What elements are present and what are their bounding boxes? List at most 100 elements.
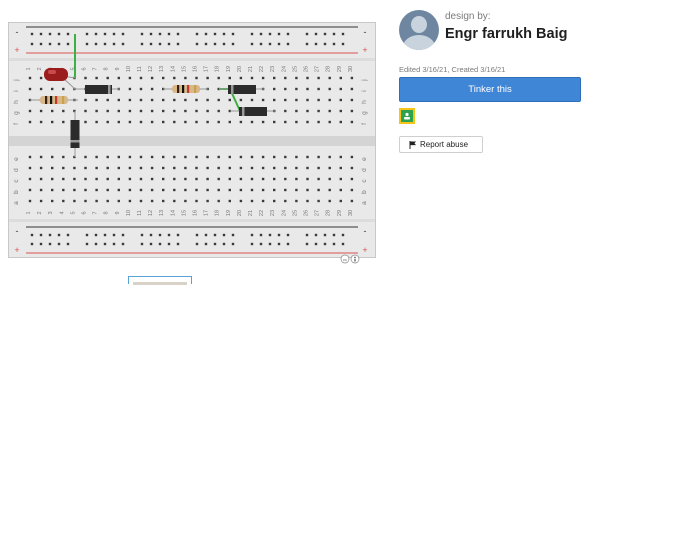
terminal-hole[interactable] <box>295 188 298 192</box>
terminal-hole[interactable] <box>84 155 87 159</box>
terminal-hole[interactable] <box>95 98 98 102</box>
terminal-hole[interactable] <box>150 87 154 91</box>
terminal-hole[interactable] <box>117 199 120 203</box>
rail-hole[interactable] <box>323 233 327 237</box>
rail-hole[interactable] <box>277 32 281 36</box>
terminal-hole[interactable] <box>206 188 209 192</box>
terminal-hole[interactable] <box>328 109 331 113</box>
rail-hole[interactable] <box>149 242 153 246</box>
terminal-hole[interactable] <box>73 199 76 203</box>
rail-hole[interactable] <box>286 32 290 36</box>
terminal-hole[interactable] <box>106 109 109 113</box>
terminal-hole[interactable] <box>206 155 209 159</box>
terminal-hole[interactable] <box>28 155 32 159</box>
rail-hole[interactable] <box>57 32 61 36</box>
rail-hole[interactable] <box>231 32 235 36</box>
rail-hole[interactable] <box>323 42 327 46</box>
terminal-hole[interactable] <box>128 98 132 102</box>
rail-hole[interactable] <box>314 42 318 46</box>
terminal-hole[interactable] <box>162 120 165 124</box>
rail-hole[interactable] <box>140 42 144 46</box>
terminal-hole[interactable] <box>117 98 120 102</box>
terminal-hole[interactable] <box>139 188 143 192</box>
terminal-hole[interactable] <box>239 177 243 181</box>
terminal-hole[interactable] <box>39 120 43 124</box>
terminal-hole[interactable] <box>106 177 109 181</box>
terminal-hole[interactable] <box>295 109 298 113</box>
terminal-hole[interactable] <box>62 87 65 91</box>
rail-hole[interactable] <box>277 242 281 246</box>
rail-hole[interactable] <box>213 242 217 246</box>
terminal-hole[interactable] <box>328 166 331 170</box>
terminal-hole[interactable] <box>162 177 165 181</box>
rail-hole[interactable] <box>94 242 98 246</box>
terminal-hole[interactable] <box>84 188 87 192</box>
terminal-hole[interactable] <box>228 120 231 124</box>
terminal-hole[interactable] <box>228 166 231 170</box>
rail-hole[interactable] <box>66 42 70 46</box>
rail-hole[interactable] <box>158 233 162 237</box>
terminal-hole[interactable] <box>117 109 120 113</box>
terminal-hole[interactable] <box>106 76 109 80</box>
terminal-hole[interactable] <box>128 155 132 159</box>
google-classroom-button[interactable] <box>399 108 415 124</box>
terminal-hole[interactable] <box>62 199 65 203</box>
terminal-hole[interactable] <box>261 120 265 124</box>
rail-hole[interactable] <box>250 233 254 237</box>
terminal-hole[interactable] <box>150 76 154 80</box>
terminal-hole[interactable] <box>228 109 231 113</box>
terminal-hole[interactable] <box>28 76 32 80</box>
terminal-hole[interactable] <box>184 155 187 159</box>
terminal-hole[interactable] <box>206 109 209 113</box>
terminal-hole[interactable] <box>295 155 298 159</box>
terminal-hole[interactable] <box>139 120 143 124</box>
rail-hole[interactable] <box>305 42 309 46</box>
terminal-hole[interactable] <box>350 199 354 203</box>
terminal-hole[interactable] <box>328 87 331 91</box>
rail-hole[interactable] <box>176 42 180 46</box>
terminal-hole[interactable] <box>284 166 287 170</box>
terminal-hole[interactable] <box>217 120 220 124</box>
terminal-hole[interactable] <box>73 109 76 113</box>
terminal-hole[interactable] <box>173 166 176 170</box>
rail-hole[interactable] <box>167 242 171 246</box>
terminal-hole[interactable] <box>73 155 76 159</box>
rail-hole[interactable] <box>94 233 98 237</box>
terminal-hole[interactable] <box>317 87 320 91</box>
rail-hole[interactable] <box>204 242 208 246</box>
terminal-hole[interactable] <box>284 87 287 91</box>
terminal-hole[interactable] <box>106 166 109 170</box>
rail-hole[interactable] <box>121 242 125 246</box>
terminal-hole[interactable] <box>28 166 32 170</box>
rail-hole[interactable] <box>204 32 208 36</box>
terminal-hole[interactable] <box>117 177 120 181</box>
rail-hole[interactable] <box>94 42 98 46</box>
terminal-hole[interactable] <box>339 87 342 91</box>
terminal-hole[interactable] <box>273 87 276 91</box>
rail-hole[interactable] <box>222 42 226 46</box>
terminal-hole[interactable] <box>128 87 132 91</box>
terminal-hole[interactable] <box>150 188 154 192</box>
terminal-hole[interactable] <box>217 155 220 159</box>
terminal-hole[interactable] <box>328 98 331 102</box>
rail-hole[interactable] <box>286 233 290 237</box>
terminal-hole[interactable] <box>306 120 309 124</box>
rail-hole[interactable] <box>176 32 180 36</box>
rail-hole[interactable] <box>112 42 116 46</box>
terminal-hole[interactable] <box>306 155 309 159</box>
terminal-hole[interactable] <box>28 87 32 91</box>
terminal-hole[interactable] <box>250 188 254 192</box>
rail-hole[interactable] <box>268 242 272 246</box>
terminal-hole[interactable] <box>106 199 109 203</box>
terminal-hole[interactable] <box>51 120 54 124</box>
terminal-hole[interactable] <box>106 155 109 159</box>
terminal-hole[interactable] <box>217 98 220 102</box>
terminal-hole[interactable] <box>84 177 87 181</box>
terminal-hole[interactable] <box>173 76 176 80</box>
terminal-hole[interactable] <box>39 109 43 113</box>
terminal-hole[interactable] <box>51 188 54 192</box>
diode[interactable] <box>85 85 112 94</box>
terminal-hole[interactable] <box>228 155 231 159</box>
rail-hole[interactable] <box>103 32 107 36</box>
terminal-hole[interactable] <box>317 98 320 102</box>
